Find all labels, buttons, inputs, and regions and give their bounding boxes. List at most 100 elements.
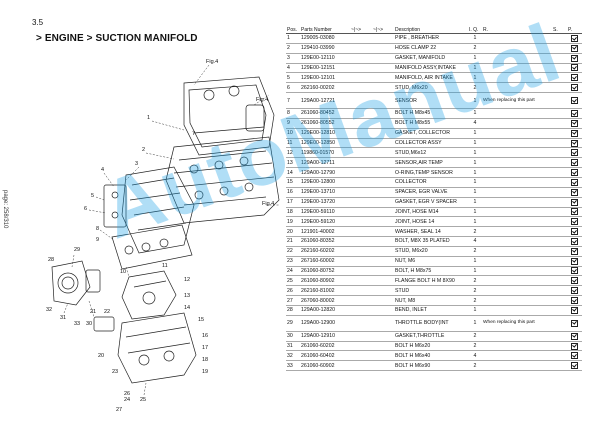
from-cell bbox=[350, 63, 372, 74]
from-cell bbox=[350, 43, 372, 54]
header-from: ~|~> bbox=[350, 24, 372, 34]
checkbox-checked-icon[interactable] bbox=[571, 97, 578, 105]
description-cell: GASKET, EGR V SPACER bbox=[394, 197, 468, 208]
callout-5: 5 bbox=[91, 193, 94, 199]
p-cell bbox=[567, 147, 582, 159]
checkbox-checked-icon[interactable] bbox=[571, 237, 578, 245]
checkbox-checked-icon[interactable] bbox=[571, 178, 578, 186]
remark-cell bbox=[482, 63, 552, 74]
part-number-cell: 262160-60202 bbox=[300, 246, 350, 257]
to-cell bbox=[372, 256, 394, 267]
to-cell bbox=[372, 216, 394, 228]
checkbox-checked-icon[interactable] bbox=[571, 287, 578, 295]
qty-cell: 1 bbox=[468, 305, 482, 316]
p-cell bbox=[567, 360, 582, 372]
remark-cell bbox=[482, 53, 552, 64]
qty-cell: 2 bbox=[468, 226, 482, 238]
checkbox-checked-icon[interactable] bbox=[571, 208, 578, 216]
p-cell bbox=[567, 275, 582, 287]
qty-cell: 1 bbox=[468, 256, 482, 267]
checkbox-checked-icon[interactable] bbox=[571, 129, 578, 137]
checkbox-checked-icon[interactable] bbox=[571, 188, 578, 196]
part-number-cell: 261060-60402 bbox=[300, 350, 350, 362]
checkbox-checked-icon[interactable] bbox=[571, 109, 578, 117]
to-cell bbox=[372, 128, 394, 139]
s-cell bbox=[552, 177, 567, 188]
checkbox-checked-icon[interactable] bbox=[571, 84, 578, 92]
remark-cell bbox=[482, 43, 552, 54]
description-cell: MANIFOLD ASSY,INTAKE bbox=[394, 63, 468, 74]
p-cell bbox=[567, 216, 582, 228]
callout-23: 23 bbox=[112, 369, 118, 375]
part-number-cell: 262160-00202 bbox=[300, 82, 350, 94]
description-cell: COLLECTOR ASSY bbox=[394, 138, 468, 149]
checkbox-checked-icon[interactable] bbox=[571, 257, 578, 265]
checkbox-checked-icon[interactable] bbox=[571, 54, 578, 62]
checkbox-checked-icon[interactable] bbox=[571, 149, 578, 157]
to-cell bbox=[372, 187, 394, 198]
lower-collector-drawing bbox=[93, 312, 197, 384]
exploded-parts-diagram: 1 2 3 4 5 6 7 8 9 10 11 12 13 14 15 16 1… bbox=[46, 59, 280, 413]
description-cell: GASKET, MANIFOLD bbox=[394, 53, 468, 64]
callout-13: 13 bbox=[184, 293, 190, 299]
qty-cell: 1 bbox=[468, 315, 482, 332]
callout-12: 12 bbox=[184, 277, 190, 283]
header-qty: I. Q. bbox=[468, 24, 482, 34]
checkbox-checked-icon[interactable] bbox=[571, 362, 578, 370]
checkbox-checked-icon[interactable] bbox=[571, 277, 578, 285]
from-cell bbox=[350, 118, 372, 129]
remark-cell bbox=[482, 360, 552, 372]
checkbox-checked-icon[interactable] bbox=[571, 139, 578, 147]
p-cell bbox=[567, 108, 582, 119]
qty-cell: 1 bbox=[468, 108, 482, 119]
part-number-cell: 129A00-12900 bbox=[300, 315, 350, 332]
checkbox-checked-icon[interactable] bbox=[571, 267, 578, 275]
p-cell bbox=[567, 236, 582, 247]
callout-11: 11 bbox=[162, 263, 168, 269]
checkbox-checked-icon[interactable] bbox=[571, 342, 578, 350]
checkbox-checked-icon[interactable] bbox=[571, 44, 578, 52]
remark-cell: When replacing this part bbox=[482, 315, 552, 332]
checkbox-checked-icon[interactable] bbox=[571, 297, 578, 305]
from-cell bbox=[350, 92, 372, 110]
fig-label-right: Fig.4 bbox=[256, 97, 268, 103]
checkbox-checked-icon[interactable] bbox=[571, 74, 578, 82]
checkbox-checked-icon[interactable] bbox=[571, 34, 578, 42]
to-cell bbox=[372, 147, 394, 159]
checkbox-checked-icon[interactable] bbox=[571, 306, 578, 314]
qty-cell: 1 bbox=[468, 92, 482, 110]
checkbox-checked-icon[interactable] bbox=[571, 198, 578, 206]
s-cell bbox=[552, 226, 567, 238]
description-cell: COLLECTOR bbox=[394, 177, 468, 188]
pos-cell: 5 bbox=[286, 72, 300, 84]
s-cell bbox=[552, 197, 567, 208]
checkbox-checked-icon[interactable] bbox=[571, 159, 578, 167]
checkbox-checked-icon[interactable] bbox=[571, 332, 578, 340]
header-s: S. bbox=[552, 24, 567, 34]
qty-cell: 1 bbox=[468, 207, 482, 218]
remark-cell bbox=[482, 246, 552, 257]
parts-list-table: Pos. Parts Number ~|~> ~|~> Description … bbox=[286, 24, 582, 372]
checkbox-checked-icon[interactable] bbox=[571, 119, 578, 127]
description-cell: MANIFOLD, AIR INTAKE bbox=[394, 72, 468, 84]
to-cell bbox=[372, 167, 394, 178]
remark-cell bbox=[482, 197, 552, 208]
checkbox-checked-icon[interactable] bbox=[571, 228, 578, 236]
part-number-cell: 129A00-12711 bbox=[300, 157, 350, 169]
to-cell bbox=[372, 43, 394, 54]
checkbox-checked-icon[interactable] bbox=[571, 64, 578, 72]
checkbox-checked-icon[interactable] bbox=[571, 247, 578, 255]
pos-cell: 32 bbox=[286, 350, 300, 362]
description-cell: STUD, M6x20 bbox=[394, 246, 468, 257]
remark-cell bbox=[482, 275, 552, 287]
checkbox-checked-icon[interactable] bbox=[571, 319, 578, 327]
qty-cell: 1 bbox=[468, 138, 482, 149]
from-cell bbox=[350, 295, 372, 306]
checkbox-checked-icon[interactable] bbox=[571, 218, 578, 226]
checkbox-checked-icon[interactable] bbox=[571, 169, 578, 177]
checkbox-checked-icon[interactable] bbox=[571, 352, 578, 360]
pos-cell: 28 bbox=[286, 305, 300, 316]
